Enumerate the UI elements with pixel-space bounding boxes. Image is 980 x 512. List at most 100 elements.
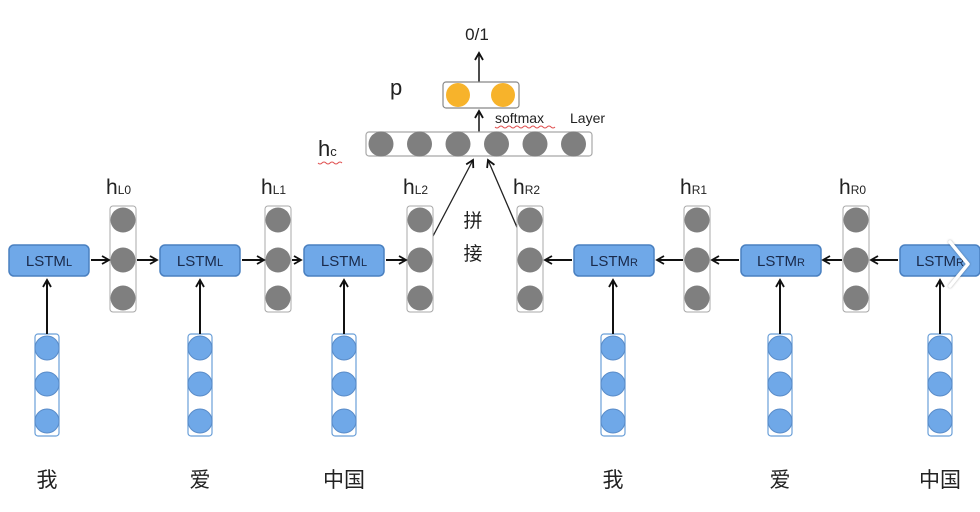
input-right-1-node — [767, 371, 793, 397]
input-left-0-token: 我 — [37, 468, 58, 492]
hidden-right-1-node — [684, 207, 710, 233]
input-right-0-node — [600, 371, 626, 397]
lstm-left-2-label-main: LSTM — [321, 253, 361, 270]
concat-container — [365, 131, 593, 157]
lstm-left-1 — [159, 244, 241, 277]
hidden-right-2-label-sub: R0 — [851, 183, 867, 197]
hidden-left-1-label-h: h — [261, 176, 273, 199]
hidden-right-0-node — [517, 247, 543, 273]
hidden-right-2-node — [843, 247, 869, 273]
hidden-left-1-label: hL1 — [261, 176, 286, 199]
input-right-2-node — [927, 408, 953, 434]
input-right-0-token: 我 — [603, 468, 624, 492]
lstm-right-0-label-main: LSTM — [590, 253, 630, 270]
hc-subscript: c — [330, 144, 337, 159]
hidden-right-1-label-sub: R1 — [692, 183, 708, 197]
input-right-0-node — [600, 335, 626, 361]
hidden-left-0-node — [110, 207, 136, 233]
lstm-left-2 — [303, 244, 385, 277]
input-left-2-node — [331, 371, 357, 397]
concat-annotation-1: 拼 — [463, 210, 482, 232]
concat-node — [522, 131, 548, 157]
lstm-right-1 — [740, 244, 822, 277]
input-right-2-node — [927, 335, 953, 361]
concat-arrow-left — [431, 158, 475, 239]
layer-word: Layer — [570, 110, 605, 126]
input-left-0-node — [34, 371, 60, 397]
lstm-left-2-label-sub: L — [361, 257, 367, 269]
hidden-right-1-label-h: h — [680, 176, 692, 199]
hidden-right-1-label: hR1 — [680, 176, 707, 199]
hidden-left-0-label: hL0 — [106, 176, 131, 199]
concat-node — [407, 131, 432, 157]
next-slide-button[interactable] — [936, 228, 980, 300]
concat-arrow-right — [486, 158, 520, 233]
lstm-right-1-label-sub: R — [797, 257, 805, 269]
spellcheck-underline-hc — [317, 161, 343, 165]
softmax-node — [446, 83, 470, 107]
concat-annotation-2: 接 — [463, 243, 482, 265]
hidden-right-0-label: hR2 — [513, 176, 540, 199]
lstm-right-1-label: LSTMR — [757, 253, 805, 270]
lstm-right-2-label-main: LSTM — [916, 253, 956, 270]
hidden-left-1-label-sub: L1 — [273, 183, 287, 197]
hidden-right-0-label-h: h — [513, 176, 525, 199]
hidden-left-1-node — [265, 285, 291, 311]
hidden-left-2-node — [407, 207, 433, 233]
lstm-left-0-label-main: LSTM — [26, 253, 66, 270]
hidden-left-0-label-h: h — [106, 176, 118, 199]
lstm-right-2-label-sub: R — [956, 257, 964, 269]
spellcheck-underline-softmax — [494, 125, 556, 129]
lstm-left-0-label: LSTML — [26, 253, 72, 270]
hidden-right-1-node — [684, 247, 710, 273]
concat-node — [368, 131, 394, 157]
lstm-left-1-label-main: LSTM — [177, 253, 217, 270]
input-left-2-token: 中国 — [323, 468, 365, 492]
lstm-left-0-label-sub: L — [66, 257, 72, 269]
input-right-0-node — [600, 408, 626, 434]
hidden-left-0-node — [110, 247, 136, 273]
hidden-right-0-node — [517, 207, 543, 233]
input-right-1-token: 爱 — [770, 468, 791, 492]
hidden-left-0-node — [110, 285, 136, 311]
hc-h: h — [318, 136, 330, 161]
lstm-left-2-label: LSTML — [321, 253, 367, 270]
input-left-0-node — [34, 408, 60, 434]
input-right-1-node — [767, 408, 793, 434]
lstm-right-1-label-main: LSTM — [757, 253, 797, 270]
hidden-left-1-node — [265, 207, 291, 233]
input-left-2-node — [331, 335, 357, 361]
hidden-right-2-label: hR0 — [839, 176, 866, 199]
input-right-2-node — [927, 371, 953, 397]
input-right-2-token: 中国 — [919, 468, 961, 492]
lstm-right-2-label: LSTMR — [916, 253, 964, 270]
hidden-right-1-node — [684, 285, 710, 311]
lstm-left-0 — [8, 244, 90, 277]
input-right-1-node — [767, 335, 793, 361]
hidden-left-2-node — [407, 247, 433, 273]
hidden-right-2-node — [843, 285, 869, 311]
lstm-left-1-label-sub: L — [217, 257, 223, 269]
input-left-1-node — [187, 408, 213, 434]
hidden-right-2-node — [843, 207, 869, 233]
softmax-nodes — [446, 83, 515, 107]
input-left-1-node — [187, 335, 213, 361]
hidden-left-2-node — [407, 285, 433, 311]
concat-node — [445, 131, 471, 157]
lstm-left-1-label: LSTML — [177, 253, 223, 270]
lstm-right-0-label-sub: R — [630, 257, 638, 269]
hidden-left-2-label: hL2 — [403, 176, 428, 199]
input-left-2-node — [331, 408, 357, 434]
hidden-left-2-label-sub: L2 — [415, 183, 429, 197]
concat-node — [561, 131, 586, 157]
softmax-p-label: p — [390, 75, 402, 100]
hc-label: hc — [318, 136, 337, 161]
lstm-right-0 — [573, 244, 655, 277]
lstm-right-0-label: LSTMR — [590, 253, 638, 270]
output-label: 0/1 — [465, 25, 489, 44]
chevron-right-icon — [948, 240, 970, 288]
hidden-left-2-label-h: h — [403, 176, 415, 199]
concat-nodes — [368, 131, 586, 157]
